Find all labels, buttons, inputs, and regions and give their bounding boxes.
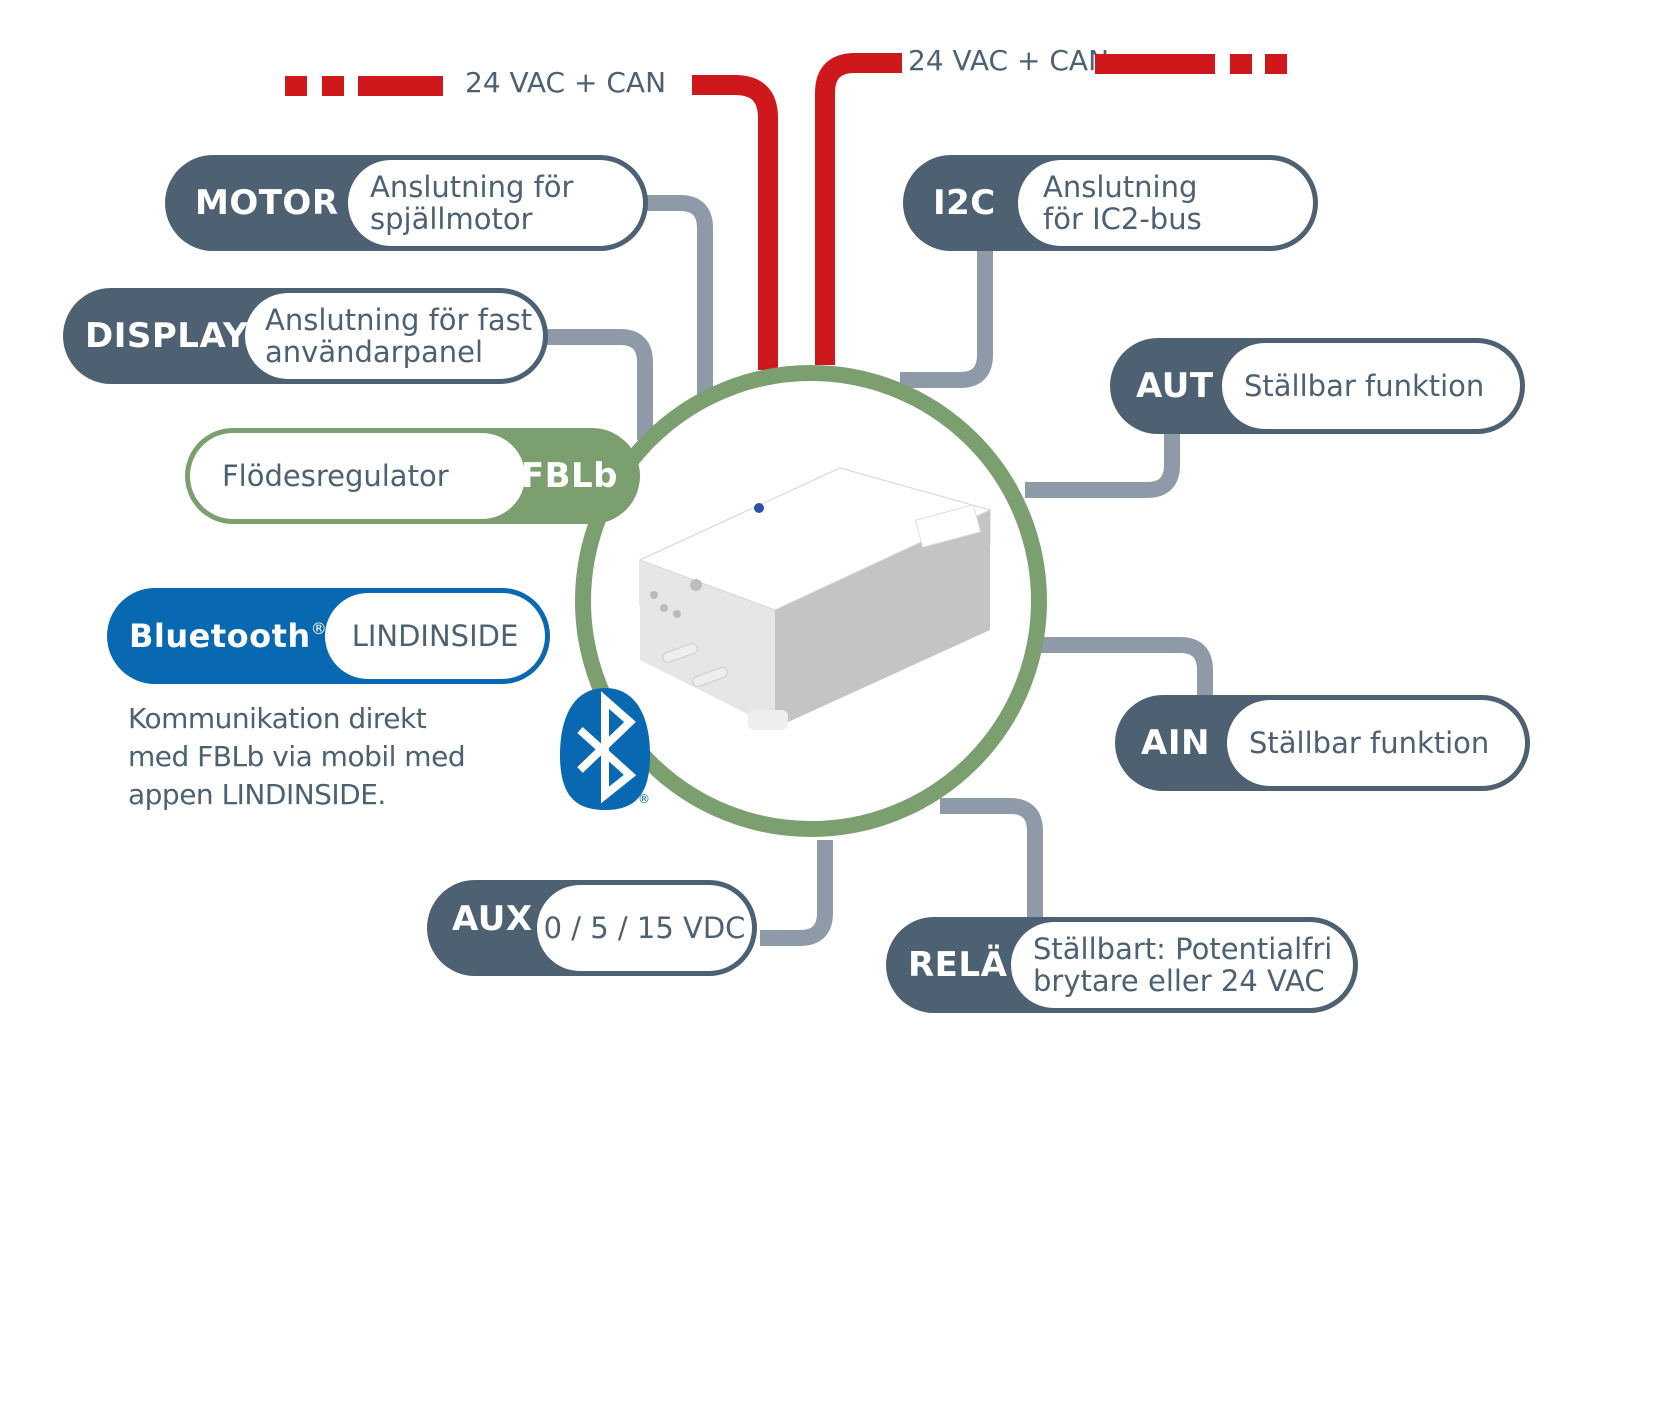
port-ain[interactable]: AIN Ställbar funktion — [1115, 695, 1530, 791]
power-dash-right-1 — [1095, 54, 1215, 74]
port-rela-tag: RELÄ — [908, 945, 1008, 985]
port-aux-line-1: 0 / 5 / 15 VDC — [543, 911, 746, 945]
power-dash-left-1 — [285, 76, 307, 96]
motor-wire — [640, 195, 713, 395]
power-wire-right — [815, 53, 902, 365]
power-wire-left — [692, 75, 778, 370]
bluetooth-lindinside[interactable]: Bluetooth® LINDINSIDE — [107, 588, 550, 684]
port-motor-line-2: spjällmotor — [370, 202, 533, 236]
port-aut-description: Ställbar funktion — [1222, 343, 1520, 429]
port-ain-line-1: Ställbar funktion — [1249, 726, 1490, 760]
power-dash-left-2 — [322, 76, 344, 96]
port-aut-tag: AUT — [1136, 366, 1214, 406]
rela-wire — [940, 798, 1043, 925]
port-i2c-line-2: för IC2-bus — [1043, 202, 1202, 236]
port-aut-line-1: Ställbar funktion — [1244, 369, 1485, 403]
port-aux-tag: AUX — [452, 899, 533, 939]
port-display-line-2: användarpanel — [265, 335, 484, 369]
bluetooth-app-text: LINDINSIDE — [351, 619, 519, 653]
bluetooth-trademark: ® — [310, 619, 328, 638]
bluetooth-logo-trademark: ® — [638, 792, 650, 806]
port-i2c-tag: I2C — [933, 183, 996, 223]
display-wire — [540, 329, 653, 440]
port-aux[interactable]: AUX 0 / 5 / 15 VDC — [427, 880, 757, 976]
port-display-line-1: Anslutning för fast — [265, 303, 533, 337]
port-i2c-line-1: Anslutning — [1043, 170, 1198, 204]
port-rela-line-2: brytare eller 24 VAC — [1033, 964, 1325, 998]
ain-wire — [1040, 637, 1213, 705]
i2c-wire — [900, 245, 993, 388]
device-description: Flödesregulator — [190, 433, 525, 519]
bluetooth-description: Kommunikation direkt med FBLb via mobil … — [128, 700, 466, 814]
bluetooth-description-line-3: appen LINDINSIDE. — [128, 778, 386, 811]
port-aut[interactable]: AUT Ställbar funktion — [1110, 338, 1525, 434]
bluetooth-description-line-1: Kommunikation direkt — [128, 702, 427, 735]
bluetooth-tag-text: Bluetooth — [129, 617, 311, 655]
aut-wire — [1025, 430, 1180, 498]
port-motor-line-1: Anslutning för — [370, 170, 574, 204]
bluetooth-description-line-2: med FBLb via mobil med — [128, 740, 466, 773]
device-fblb[interactable]: Flödesregulator FBLb — [185, 428, 640, 524]
device-description-text: Flödesregulator — [222, 459, 449, 493]
power-dash-right-2 — [1230, 54, 1252, 74]
port-ain-description: Ställbar funktion — [1227, 700, 1525, 786]
port-display-tag: DISPLAY — [85, 316, 249, 356]
port-ain-tag: AIN — [1141, 723, 1210, 763]
flow-regulator-device-icon — [638, 467, 992, 730]
bluetooth-tag: Bluetooth® — [129, 617, 327, 655]
power-label-right: 24 VAC + CAN — [908, 44, 1110, 77]
power-dash-right-3 — [1265, 54, 1287, 74]
power-label-left: 24 VAC + CAN — [465, 66, 667, 99]
bluetooth-app: LINDINSIDE — [325, 593, 545, 679]
bluetooth-logo — [560, 688, 650, 810]
device-tag: FBLb — [520, 456, 618, 496]
power-dash-left-3 — [358, 76, 443, 96]
port-rela-line-1: Ställbart: Potentialfri — [1033, 932, 1333, 966]
aux-wire — [760, 840, 833, 946]
port-motor-tag: MOTOR — [195, 183, 339, 223]
port-aux-description: 0 / 5 / 15 VDC — [537, 885, 752, 971]
